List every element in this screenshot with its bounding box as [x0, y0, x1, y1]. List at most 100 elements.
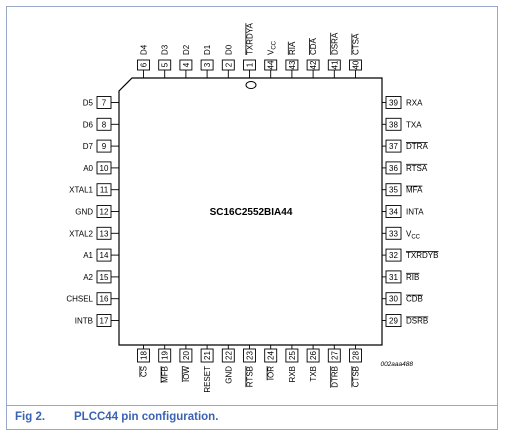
pin-signal-cs-18: CS: [140, 366, 149, 377]
pin-number-15: 15: [100, 273, 109, 282]
pin-signal-d7-9: D7: [83, 142, 94, 151]
pin-number-36: 36: [389, 164, 398, 173]
pin-number-13: 13: [100, 229, 109, 238]
pin-signal-dtrb-27: DTRB: [330, 366, 339, 388]
pin-number-41: 41: [330, 60, 339, 69]
pin-box-11: [96, 183, 112, 197]
pin-signal-vcc-44: VCC: [267, 40, 278, 55]
figure-label: Fig 2.: [15, 411, 46, 423]
pin-number-26: 26: [309, 351, 318, 360]
pin-signal-vcc-33: VCC: [406, 229, 421, 240]
pin-number-16: 16: [100, 295, 109, 304]
pin-signal-d4-6: D4: [140, 44, 149, 55]
pin-signal-ria-43: RIA: [288, 41, 297, 55]
pin-box-20: [179, 348, 193, 363]
pin-number-33: 33: [389, 229, 398, 238]
pin-signal-dsrb-29: DSRB: [406, 317, 428, 326]
pin-box-41: [327, 59, 341, 71]
pin-signal-gnd-12: GND: [75, 208, 93, 217]
pin-signal-rib-31: RIB: [406, 273, 419, 282]
pin-4: 4 D2: [179, 44, 193, 78]
pin-box-26: [306, 348, 320, 363]
pin-number-1: 1: [246, 62, 255, 67]
pin-box-33: [385, 226, 402, 240]
pin-signal-txrdyb-32: TXRDYB: [406, 251, 438, 260]
pin-box-34: [385, 205, 402, 218]
pin1-marker: [245, 81, 257, 89]
pin-37: 37 DTRA: [382, 139, 428, 153]
pin-signal-dtra-37: DTRA: [406, 142, 428, 151]
pin-29: 29 DSRB: [382, 314, 428, 327]
pin-box-22: [221, 348, 235, 363]
pin-box-35: [385, 183, 402, 197]
pin-box-43: [285, 59, 299, 71]
pin-number-23: 23: [246, 351, 255, 360]
pin-signal-inta-34: INTA: [406, 208, 424, 217]
pin-number-25: 25: [288, 351, 297, 360]
figure-title: PLCC44 pin configuration.: [74, 411, 219, 423]
pin-32: 32 TXRDYB: [382, 248, 438, 262]
pin-number-17: 17: [100, 317, 109, 326]
pin-signal-d0-2: D0: [224, 44, 233, 55]
pin-number-19: 19: [161, 351, 170, 360]
pin-box-4: [179, 59, 193, 71]
pin-box-3: [200, 59, 214, 71]
pin-box-39: [385, 96, 402, 109]
pin-box-10: [96, 161, 112, 175]
pin-number-5: 5: [161, 62, 170, 67]
pin-box-6: [137, 59, 150, 71]
pin-signal-txa-38: TXA: [406, 120, 422, 129]
pin-signal-a2-15: A2: [83, 273, 93, 282]
pin-box-40: [349, 59, 362, 71]
pin-number-42: 42: [309, 60, 318, 69]
pin-number-29: 29: [389, 317, 398, 326]
pin-signal-rtsa-36: RTSA: [406, 164, 428, 173]
pin-33: 33 VCC: [382, 226, 421, 240]
pin-number-39: 39: [389, 99, 398, 108]
pin-number-20: 20: [182, 351, 191, 360]
pin-41: 41 DSRA: [327, 32, 341, 78]
pin-signal-iow-20: IOW: [182, 366, 191, 382]
pin-number-4: 4: [182, 62, 191, 67]
pin-box-38: [385, 117, 402, 131]
pin-number-22: 22: [224, 351, 233, 360]
pin-3: 3D1: [200, 44, 214, 78]
pin-box-9: [96, 139, 112, 153]
pin-2: 2D0: [221, 44, 235, 78]
pin-number-24: 24: [267, 351, 276, 360]
pin-16: 16 CHSEL: [66, 292, 119, 306]
pin-box-23: [243, 348, 256, 363]
pin-signal-rtsb-23: RTSB: [246, 366, 255, 387]
pin-signal-a1-14: A1: [83, 251, 93, 260]
pin-signal-xtal2-13: XTAL2: [69, 229, 93, 238]
pin-box-5: [158, 59, 172, 71]
pin-number-7: 7: [102, 99, 107, 108]
pin-number-32: 32: [389, 251, 398, 260]
pin-number-37: 37: [389, 142, 398, 151]
pin-box-1: [243, 59, 256, 71]
pin-signal-dsra-41: DSRA: [330, 32, 339, 55]
pin-signal-d5-7: D5: [83, 99, 94, 108]
pin-signal-chsel-16: CHSEL: [66, 295, 93, 304]
pin-signal-d2-4: D2: [182, 44, 191, 55]
